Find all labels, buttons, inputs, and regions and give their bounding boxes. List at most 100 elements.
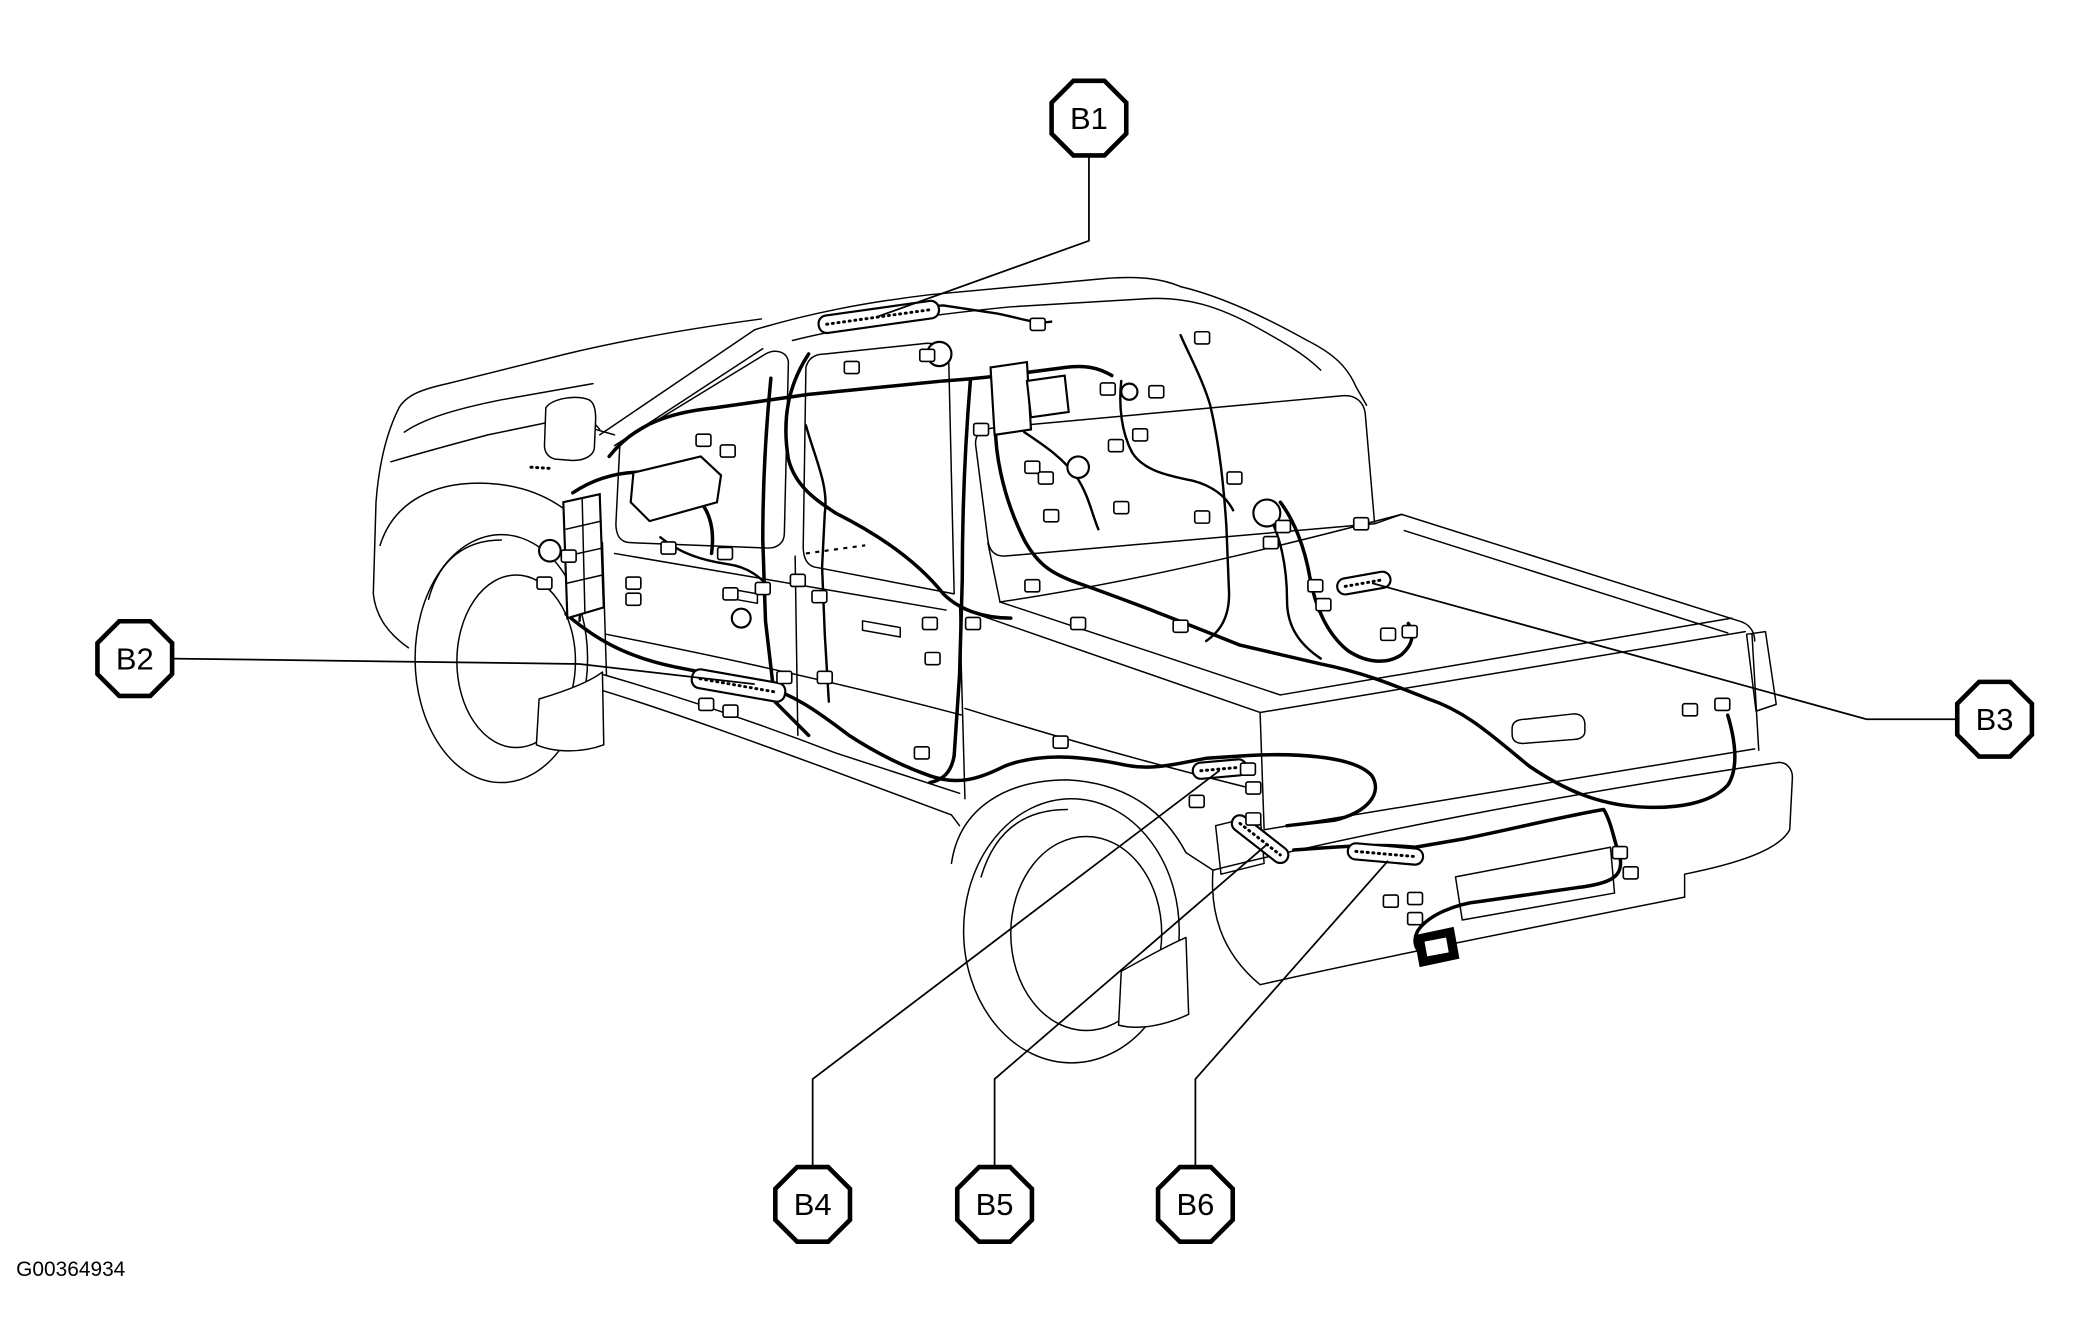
- leader-line-b5: [993, 843, 1268, 1167]
- connector: [625, 592, 642, 607]
- connector: [776, 670, 793, 685]
- roof-left-edge: [753, 276, 1182, 331]
- front-pillar-harness: [761, 376, 811, 738]
- connector: [964, 616, 982, 631]
- front-door-harness: [659, 536, 770, 589]
- connector: [1024, 578, 1041, 593]
- front-tire-tread: [427, 539, 503, 601]
- connector: [697, 697, 715, 712]
- connectors: [536, 317, 1731, 926]
- leader-line-b3: [1371, 582, 1957, 721]
- side-mirror: [543, 396, 597, 462]
- beltline: [613, 552, 947, 611]
- rear-wheel-arch: [950, 779, 1214, 871]
- callout-b2: B2: [95, 618, 175, 699]
- rear-wheel-rim: [1010, 835, 1163, 1032]
- junction-block-divisions: [565, 498, 604, 614]
- truck-body: [372, 276, 1794, 1064]
- rocker-panel-bottom: [603, 690, 953, 816]
- leader-line-b1: [878, 155, 1090, 318]
- front-face-outline: [372, 407, 410, 649]
- tailgate-left-edge: [1259, 711, 1265, 831]
- connector: [1029, 317, 1046, 332]
- connector: [625, 576, 642, 590]
- connector: [560, 549, 577, 564]
- console-harness: [1023, 430, 1100, 531]
- right-tail-lamp: [1745, 630, 1777, 712]
- bed-left-top-rail: [964, 609, 1261, 714]
- relay-block: [989, 360, 1033, 437]
- connector: [972, 422, 990, 437]
- connector: [1193, 330, 1211, 345]
- connector: [1099, 382, 1117, 396]
- bed-side-crease: [964, 707, 1261, 792]
- connector: [1069, 616, 1087, 631]
- connector: [913, 746, 931, 760]
- front-wheel-rim: [456, 574, 577, 749]
- connector: [716, 546, 734, 561]
- connector-group-b4: [1191, 758, 1248, 780]
- bed-left-inner-rail: [999, 601, 1282, 696]
- connector: [789, 573, 807, 588]
- connector: [754, 581, 772, 596]
- rear-bumper-bottom: [1259, 896, 1686, 986]
- connector: [1037, 471, 1055, 485]
- connector-group-b1: [817, 299, 941, 335]
- rear-door-handle: [861, 620, 901, 638]
- tailgate-inner-top: [1279, 617, 1733, 696]
- connector: [921, 616, 939, 631]
- dashed-wire: [805, 544, 866, 555]
- connector: [1681, 702, 1699, 717]
- license-plate-lamp-lens: [1424, 937, 1449, 957]
- tailgate-handle: [1511, 713, 1586, 745]
- callout-octagon: [1155, 1164, 1236, 1245]
- connector: [924, 651, 941, 666]
- rear-bumper-harness: [1292, 807, 1623, 957]
- connector-group-pins: [1354, 849, 1417, 859]
- callout-b4: B4: [773, 1164, 853, 1245]
- connector: [1188, 794, 1205, 809]
- connector: [1262, 535, 1280, 550]
- connector: [1131, 427, 1149, 442]
- bed-harness: [1278, 500, 1414, 663]
- callout-label: B3: [1976, 702, 2014, 737]
- connector-group-pins: [1199, 765, 1240, 773]
- rear-door-harness: [804, 424, 831, 703]
- connector: [1245, 812, 1262, 826]
- rear-bumper-right-end: [1683, 776, 1794, 898]
- connector: [1714, 697, 1731, 712]
- connector: [719, 444, 736, 458]
- connector: [811, 589, 828, 604]
- connector: [1307, 578, 1324, 593]
- console-grommet: [1066, 455, 1091, 480]
- rear-bumper-top: [1212, 761, 1794, 871]
- connector-group-pins: [825, 308, 933, 326]
- callout-label: B6: [1176, 1187, 1214, 1222]
- connector: [1401, 624, 1418, 639]
- connector-group-pins: [698, 677, 779, 694]
- connector: [1245, 781, 1262, 795]
- dot-marks: [529, 465, 555, 471]
- front-mud-flap: [535, 671, 605, 752]
- rear-tire-tread: [980, 808, 1069, 878]
- leader-line-b2: [172, 657, 755, 686]
- front-door-window: [615, 350, 790, 549]
- ecu-module: [629, 455, 723, 523]
- connector: [1113, 500, 1130, 515]
- tailgate-right-edge: [1751, 633, 1760, 751]
- callout-b6: B6: [1155, 1164, 1236, 1245]
- connector: [536, 576, 553, 590]
- callout-b5: B5: [954, 1164, 1035, 1245]
- rear-cab-grommet: [1252, 498, 1282, 528]
- interior-harness-rear: [1179, 333, 1231, 643]
- tailgate-top: [1259, 630, 1746, 714]
- connector: [1052, 735, 1069, 749]
- fender-grommet: [537, 538, 562, 563]
- connector: [1379, 627, 1397, 642]
- mirror-arm: [594, 428, 616, 436]
- connector: [1193, 510, 1211, 524]
- connector: [1274, 519, 1292, 534]
- callout-octagon: [954, 1164, 1035, 1245]
